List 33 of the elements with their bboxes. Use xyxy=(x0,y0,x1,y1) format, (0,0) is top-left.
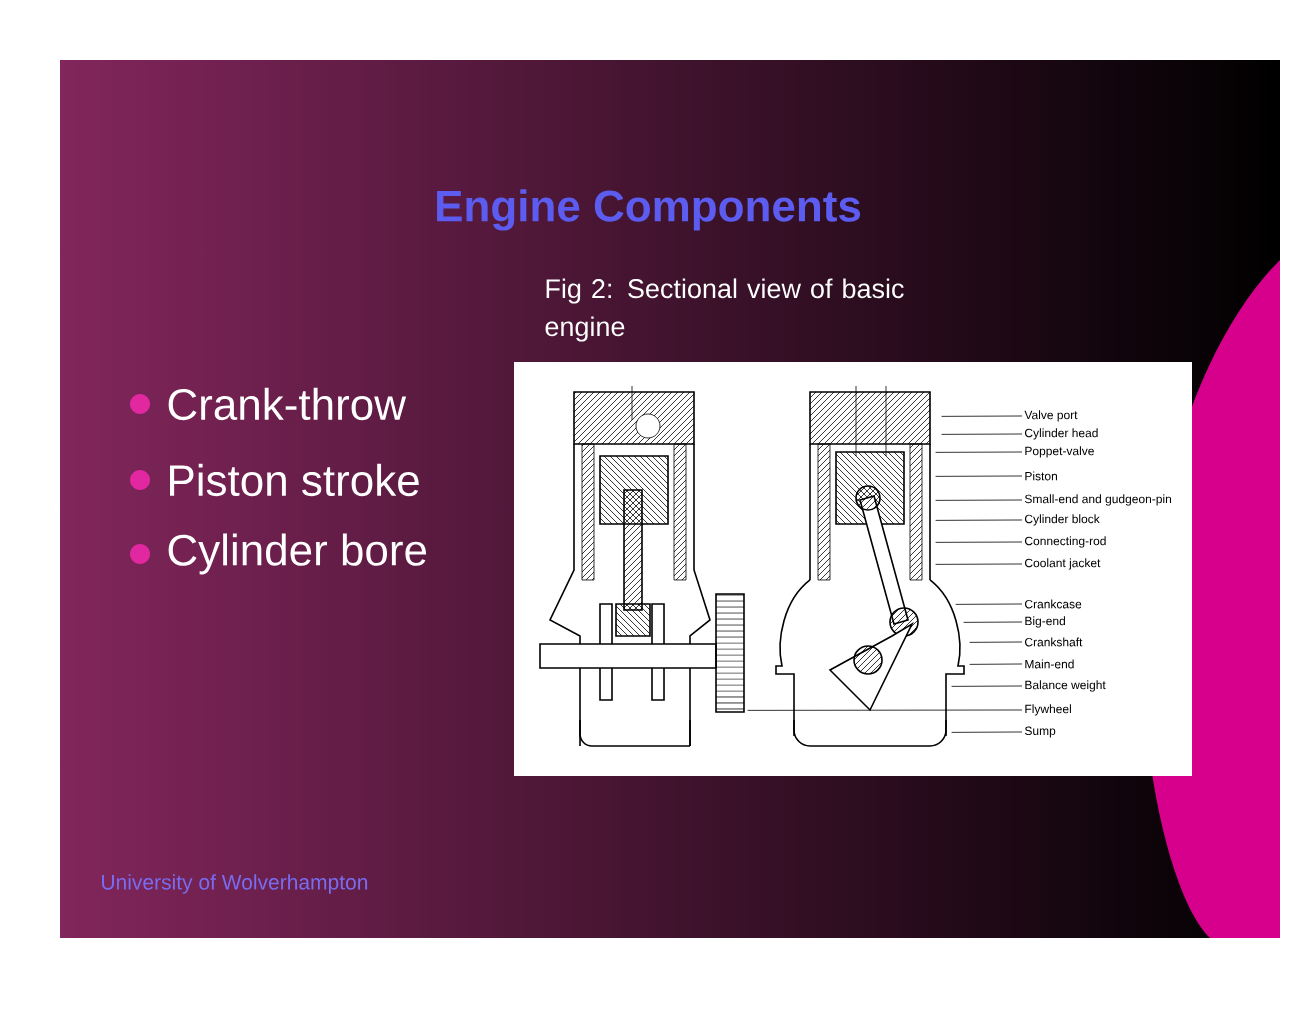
leader-line xyxy=(935,563,1023,565)
engine-section-drawing xyxy=(539,603,717,669)
leader-line xyxy=(955,603,1023,605)
engine-section-drawing xyxy=(715,593,745,713)
engine-section-drawing xyxy=(599,455,669,525)
leader-line xyxy=(951,685,1023,687)
engine-section-drawing xyxy=(775,451,965,747)
engine-section-drawing xyxy=(548,385,711,747)
slide-title: Engine Components xyxy=(437,189,861,231)
leader-line xyxy=(941,415,1023,417)
leader-line xyxy=(935,541,1023,543)
engine-section-drawing xyxy=(817,443,831,581)
leader-line xyxy=(935,451,1023,453)
bullet-text: Piston stroke xyxy=(170,463,419,497)
leader-line xyxy=(935,499,1023,501)
engine-section-drawing xyxy=(909,443,923,581)
engine-section-drawing xyxy=(809,385,931,581)
bullet-text: Cylinder bore xyxy=(168,533,427,575)
leader-line xyxy=(951,731,1023,733)
leader-line xyxy=(935,519,1023,521)
leader-line xyxy=(969,641,1023,643)
figure-caption: Fig 2: Sectional view of basic engine xyxy=(545,278,904,342)
bullet-text: Crank-throw xyxy=(168,387,407,421)
leader-line xyxy=(963,621,1023,623)
engine-section-drawing xyxy=(855,485,881,511)
leader-line xyxy=(941,433,1023,435)
engine-section-drawing xyxy=(853,645,883,675)
engine-section-drawing xyxy=(673,443,687,581)
leader-line xyxy=(747,709,1023,711)
footer-text: University of Wolverhampton xyxy=(102,874,368,894)
leader-line xyxy=(969,663,1023,665)
engine-section-drawing xyxy=(581,443,595,581)
leader-line xyxy=(935,475,1023,477)
